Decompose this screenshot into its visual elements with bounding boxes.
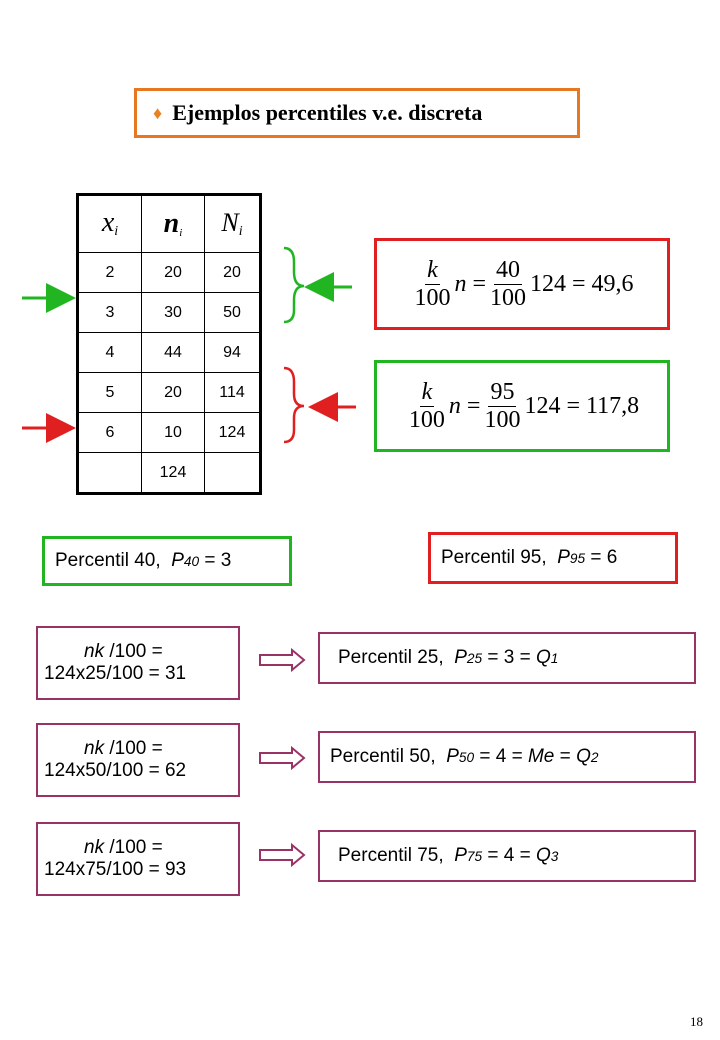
formula-result: 124 = 117,8 [524, 392, 640, 419]
table-cell: 114 [204, 372, 261, 413]
table-cell: 10 [141, 412, 205, 453]
table-cell: 6 [77, 412, 142, 453]
table-cell: 2 [77, 252, 142, 293]
table-row: 5 20 114 [77, 372, 261, 413]
table-cell: 44 [141, 332, 205, 373]
title-box: ♦ Ejemplos percentiles v.e. discreta [134, 88, 580, 138]
table-cell: 94 [204, 332, 261, 373]
table-cell: 5 [77, 372, 142, 413]
diamond-bullet-icon: ♦ [153, 102, 163, 123]
red-brace-icon [283, 366, 305, 444]
table-total-row: 124 [77, 452, 261, 494]
header-Ni: Ni [204, 194, 261, 253]
table-cell: 20 [141, 372, 205, 413]
header-xi: xi [77, 194, 142, 253]
table-cell: 3 [77, 292, 142, 333]
table-row: 3 30 50 [77, 292, 261, 333]
double-arrow-icon-3 [259, 842, 306, 868]
page-number: 18 [690, 1014, 703, 1029]
double-arrow-icon-2 [259, 745, 306, 771]
calc-box-25: nk /100 = 124x25/100 = 31 [36, 626, 240, 700]
table-header-row: xi ni Ni [77, 194, 261, 253]
table-total-cell: 124 [141, 452, 205, 494]
table-cell [204, 452, 261, 494]
table-cell: 50 [204, 292, 261, 333]
header-ni: ni [141, 194, 205, 253]
frequency-table: xi ni Ni 2 20 20 3 30 50 4 44 94 5 20 [76, 193, 262, 495]
double-arrow-icon-1 [259, 647, 306, 673]
page-title: Ejemplos percentiles v.e. discreta [172, 100, 483, 125]
formula-result: 124 = 49,6 [530, 270, 634, 297]
table-row: 4 44 94 [77, 332, 261, 373]
green-brace-icon [283, 246, 305, 324]
calc-box-50: nk /100 = 124x50/100 = 62 [36, 723, 240, 797]
calc-box-75: nk /100 = 124x75/100 = 93 [36, 822, 240, 896]
table-cell: 20 [204, 252, 261, 293]
